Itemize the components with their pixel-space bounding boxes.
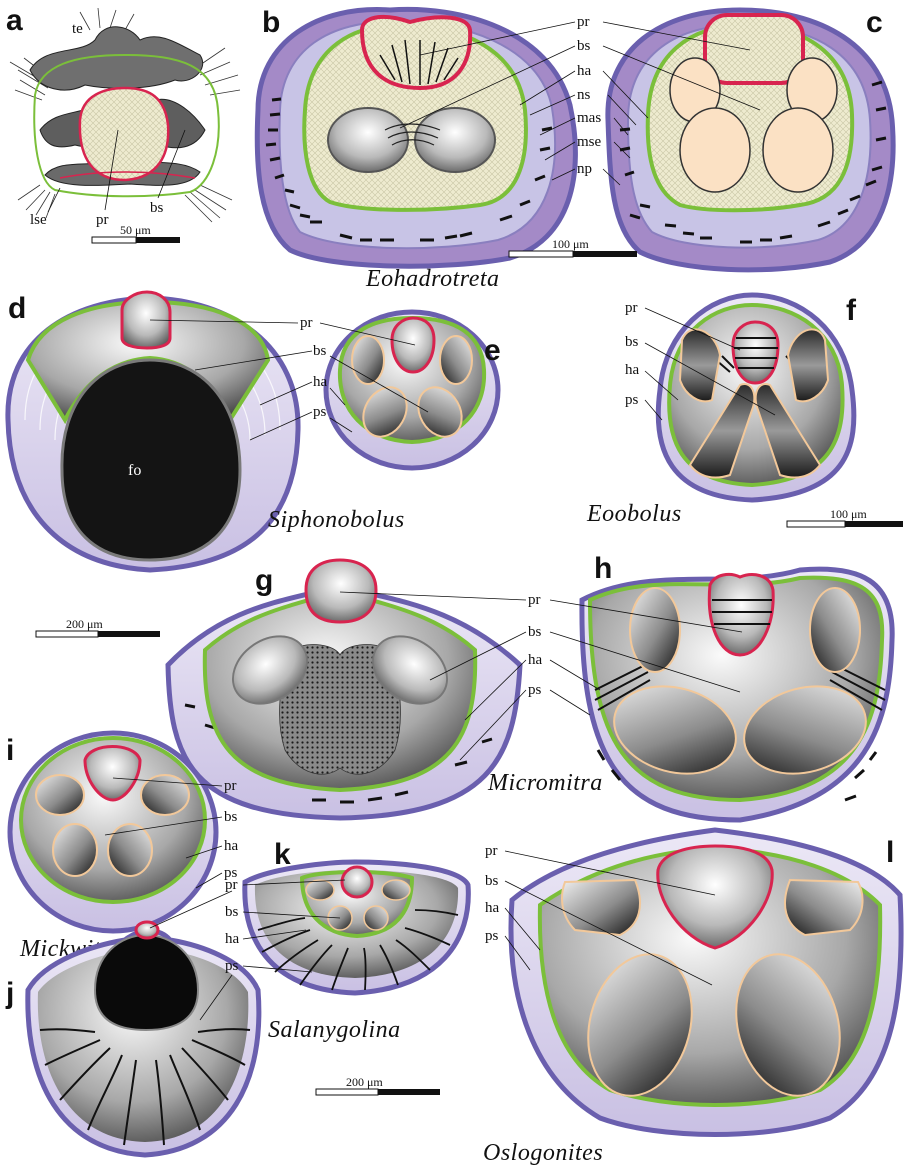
scale-label-dg: 200 μm <box>66 617 103 631</box>
label-pr: pr <box>96 212 109 228</box>
muscle-scar <box>680 108 750 192</box>
label-bs: bs <box>225 904 239 920</box>
panel-label-a: a <box>6 4 23 37</box>
label-bs: bs <box>528 624 542 640</box>
panel-label-e: e <box>484 334 501 367</box>
label-ha: ha <box>224 838 239 854</box>
scale-bar-f: 100 μm <box>787 507 903 527</box>
genus-eoobolus: Eoobolus <box>586 501 682 527</box>
label-bs: bs <box>485 873 499 889</box>
genus-oslogonites: Oslogonites <box>483 1140 603 1166</box>
panel-l: l pr bs ha ps Oslogonites <box>483 830 901 1166</box>
label-ha: ha <box>625 362 640 378</box>
genus-eohadrotreta: Eohadrotreta <box>365 266 500 292</box>
scale-bar-jkl: 200 μm <box>316 1075 440 1095</box>
protegulum <box>136 922 158 938</box>
label-pr: pr <box>625 300 638 316</box>
protegulum <box>392 318 434 372</box>
label-ps: ps <box>625 392 639 408</box>
panel-g: g <box>168 560 520 818</box>
label-mse: mse <box>577 134 602 150</box>
label-ha: ha <box>577 63 592 79</box>
label-pr: pr <box>224 778 237 794</box>
label-ha: ha <box>528 652 543 668</box>
panel-label-d: d <box>8 292 26 325</box>
panel-label-l: l <box>886 836 894 869</box>
scale-label-a: 50 μm <box>120 223 151 237</box>
panel-d: d fo <box>8 292 298 570</box>
panel-label-g: g <box>255 564 273 597</box>
muscle-scar <box>785 880 863 935</box>
muscle-scar <box>810 588 860 672</box>
label-bs: bs <box>625 334 639 350</box>
panel-f: f pr bs ha ps Eoobolus 100 μm <box>586 294 903 527</box>
protegulum <box>80 88 168 180</box>
protegulum <box>342 867 372 897</box>
label-ha: ha <box>485 900 500 916</box>
panel-e: e <box>326 312 501 468</box>
label-pr: pr <box>577 14 590 30</box>
scale-label-jkl: 200 μm <box>346 1075 383 1089</box>
label-pr: pr <box>300 315 313 331</box>
muscle-scar <box>562 880 640 935</box>
protegulum <box>733 322 778 383</box>
label-np: np <box>577 161 592 177</box>
muscle-scar <box>763 108 833 192</box>
genus-salanygolina: Salanygolina <box>268 1017 401 1043</box>
label-bs: bs <box>150 200 164 216</box>
label-ps: ps <box>528 682 542 698</box>
scale-bar-dg: 200 μm <box>36 617 160 637</box>
label-ps: ps <box>225 958 239 974</box>
protegulum <box>705 15 803 83</box>
panel-label-i: i <box>6 734 14 767</box>
panel-h: h <box>582 552 892 820</box>
label-ha: ha <box>225 931 240 947</box>
label-pr: pr <box>528 592 541 608</box>
panel-label-k: k <box>274 838 291 871</box>
te-tentacles <box>30 27 203 90</box>
label-ns: ns <box>577 87 591 103</box>
label-bs: bs <box>313 343 327 359</box>
label-fo: fo <box>128 462 141 479</box>
label-bs: bs <box>224 809 238 825</box>
protegulum <box>306 560 376 622</box>
genus-siphonobolus: Siphonobolus <box>268 507 405 533</box>
muscle-scar <box>328 108 408 172</box>
label-pr: pr <box>225 877 238 893</box>
label-ps: ps <box>485 928 499 944</box>
panel-label-f: f <box>846 294 857 327</box>
scale-label-bc: 100 μm <box>552 237 589 251</box>
label-mas: mas <box>577 110 601 126</box>
label-bs: bs <box>577 38 591 54</box>
panel-c: c <box>608 6 893 270</box>
foramen <box>95 935 198 1030</box>
panel-label-c: c <box>866 6 883 39</box>
label-ps: ps <box>313 404 327 420</box>
foramen <box>62 360 240 560</box>
genus-micromitra: Micromitra <box>487 770 603 796</box>
panel-b: b <box>257 6 575 266</box>
label-te: te <box>72 21 83 37</box>
label-pr: pr <box>485 843 498 859</box>
label-ha: ha <box>313 374 328 390</box>
label-lse: lse <box>30 212 47 228</box>
panel-a: a te pr bs lse 50 μm <box>6 4 240 243</box>
panel-label-b: b <box>262 6 280 39</box>
panel-label-h: h <box>594 552 612 585</box>
muscle-scar <box>415 108 495 172</box>
panel-label-j: j <box>5 977 14 1010</box>
scale-label-f: 100 μm <box>830 507 867 521</box>
panel-k: k <box>245 838 469 993</box>
